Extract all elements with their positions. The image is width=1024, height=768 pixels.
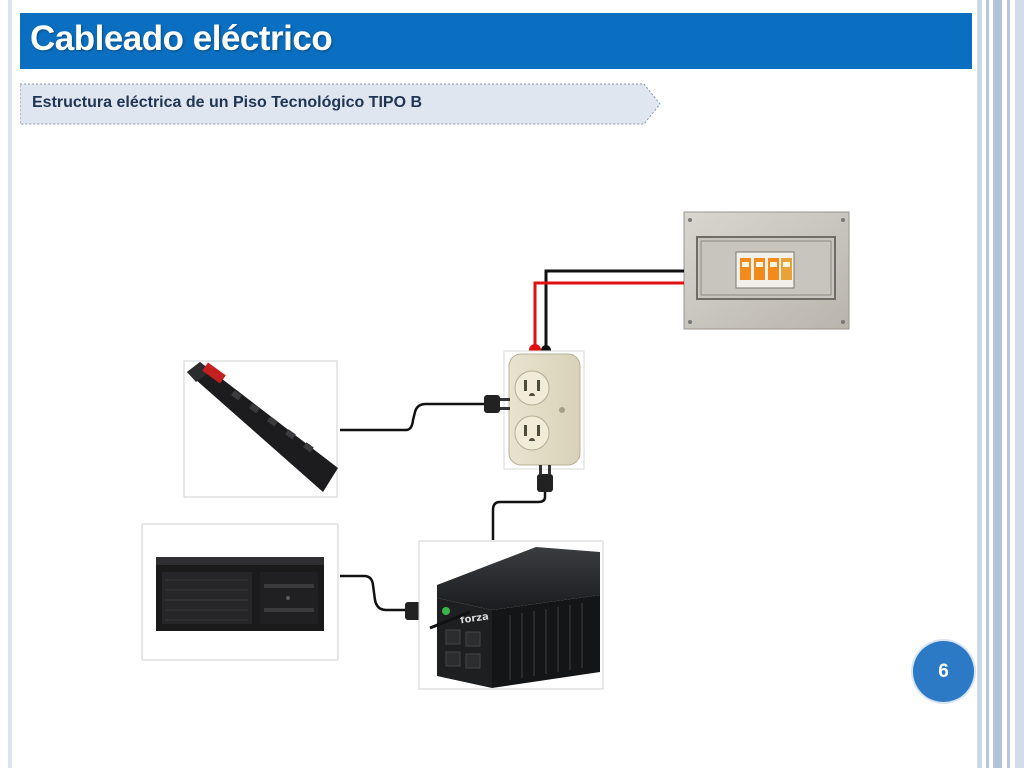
red-wire: [533, 281, 684, 350]
black-wire: [544, 269, 684, 350]
wall-outlet: [503, 350, 585, 470]
slide-left-border: [8, 0, 12, 768]
slide-title: Cableado eléctrico: [30, 19, 333, 58]
right-decorative-bars: [977, 0, 1024, 768]
ups-cable: [491, 492, 547, 540]
ups-brand-logo: forza: [460, 611, 490, 626]
strip-plug-icon: [484, 395, 510, 413]
breaker-panel: [683, 211, 850, 330]
breaker-switches-icon: [735, 251, 795, 289]
page-number-badge: 6: [913, 641, 974, 702]
slide-subtitle: Estructura eléctrica de un Piso Tecnológ…: [32, 94, 423, 111]
ups-plug-icon: [537, 465, 553, 492]
title-bar: Cableado eléctrico: [20, 13, 972, 69]
subtitle-banner: [20, 83, 661, 125]
server-cable: [340, 574, 408, 612]
rack-server: [141, 523, 339, 661]
ups: forza: [418, 540, 604, 690]
strip-cable: [340, 402, 487, 432]
power-strip: [183, 360, 338, 498]
